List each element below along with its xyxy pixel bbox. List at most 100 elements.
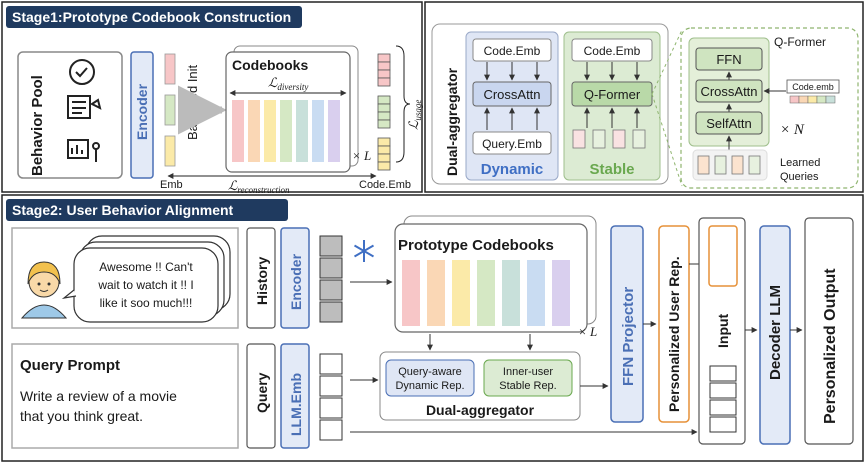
query-prompt-line-2: that you think great. — [20, 408, 143, 424]
code-emb-cell — [377, 145, 391, 155]
proto-codebook-column — [477, 260, 495, 326]
personalized-user-rep-box — [658, 225, 690, 423]
learned-query-cell — [748, 155, 761, 175]
dynamic-rep-box — [385, 359, 475, 397]
input-label: Input — [715, 313, 731, 348]
stage2-encoder-box — [280, 227, 310, 329]
code-emb-small-label: Code.emb — [792, 82, 834, 92]
input-query-cell — [709, 382, 737, 399]
codebook-column — [328, 100, 340, 162]
bubble-line-2: wait to watch it !! I — [97, 278, 193, 292]
code-emb-cell — [377, 153, 391, 163]
proto-codebook-columns — [402, 260, 570, 326]
usage-brace — [395, 45, 411, 163]
stage2-title: Stage2: User Behavior Alignment — [12, 202, 234, 218]
proto-codebook-column — [402, 260, 420, 326]
history-emb-cell — [319, 301, 343, 323]
decoder-llm-box — [759, 225, 791, 445]
code-emb-small-cell — [789, 95, 800, 104]
user-avatar — [20, 261, 68, 319]
query-label: Query — [254, 372, 270, 413]
history-emb-cell — [319, 235, 343, 257]
dual-aggregator-title: Dual-aggregator — [444, 67, 460, 176]
proto-codebooks-title: Prototype Codebooks — [398, 237, 554, 254]
dyn-query-emb-box — [472, 131, 552, 155]
input-query-stack — [709, 365, 737, 433]
query-prompt-title: Query Prompt — [20, 357, 120, 374]
learned-query-cell — [697, 155, 710, 175]
snowflake-icon — [353, 240, 375, 262]
dyn-crossattn-label: CrossAttn — [483, 87, 540, 102]
learned-queries-label-1: Learned — [780, 157, 820, 169]
dyn-query-emb-label: Query.Emb — [482, 137, 542, 151]
code-emb-small-strip — [789, 95, 836, 104]
code-emb-cell — [377, 61, 391, 71]
input-user-rep-slot — [708, 225, 738, 287]
code-emb-cell — [377, 161, 391, 171]
code-emb-cell — [377, 53, 391, 63]
crossattn-box — [695, 79, 763, 103]
learned-query-cell — [612, 129, 626, 149]
codebook-column — [232, 100, 244, 162]
learned-queries — [697, 155, 761, 175]
stage1-banner — [6, 6, 302, 28]
stable-rep-line-1: Inner-user — [503, 366, 553, 378]
query-embedding-stack — [319, 353, 343, 441]
learned-query-cell — [731, 155, 744, 175]
behavior-news-icon — [67, 95, 102, 119]
personalized-output-label: Personalized Output — [822, 268, 839, 424]
ffn-label: FFN — [716, 52, 741, 67]
stage2-aggregator-label: Dual-aggregator — [426, 402, 535, 418]
query-prompt-box — [11, 343, 239, 449]
stage1-encoder-label: Encoder — [134, 83, 150, 140]
codebook-column — [312, 100, 324, 162]
learned-query-cell — [714, 155, 727, 175]
codebook-column — [264, 100, 276, 162]
query-emb-cell — [319, 397, 343, 419]
selfattn-label: SelfAttn — [706, 116, 752, 131]
behavior-chart-icon — [67, 139, 100, 162]
stage1-encoder-box — [130, 51, 154, 179]
stable-rep-line-2: Stable Rep. — [499, 380, 556, 392]
history-emb-cell — [319, 257, 343, 279]
ffn-projector-label: FFN Projector — [620, 287, 637, 386]
code-emb-small-cell — [825, 95, 836, 104]
learned-queries-bg — [692, 149, 768, 181]
learned-query-cell — [572, 129, 586, 149]
code-emb-cell — [377, 137, 391, 147]
code-emb-small-cell — [798, 95, 809, 104]
balanced-init-label: Balanced Init — [185, 64, 200, 140]
l-usage-label: ℒusage — [406, 100, 423, 130]
codebook-column — [296, 100, 308, 162]
stable-rep-box — [483, 359, 573, 397]
bubble-line-3: like it soo much!!! — [100, 296, 193, 310]
stable-learned-queries — [572, 129, 646, 149]
qformer-detail-title: Q-Former — [774, 35, 826, 49]
code-emb-output — [377, 53, 391, 171]
code-emb-label: Code.Emb — [359, 179, 411, 191]
dynamic-rep-line-2: Dynamic Rep. — [395, 380, 464, 392]
code-emb-cell — [377, 111, 391, 121]
stable-label: Stable — [589, 161, 634, 178]
learned-queries-label-2: Queries — [780, 171, 819, 183]
l-diversity-label: ℒdiversity — [268, 75, 308, 92]
stage2-banner — [6, 199, 288, 221]
history-label: History — [254, 257, 270, 305]
selfattn-box — [695, 111, 763, 135]
speech-bubble — [73, 247, 219, 323]
st-qformer-label: Q-Former — [584, 87, 641, 102]
codebook-x-L: × L — [352, 148, 371, 163]
st-code-emb-label: Code.Emb — [584, 44, 641, 58]
history-emb-cell — [319, 279, 343, 301]
proto-codebook-column — [552, 260, 570, 326]
proto-codebook-column — [527, 260, 545, 326]
crossattn-label: CrossAttn — [700, 84, 757, 99]
codebooks-title: Codebooks — [232, 57, 308, 73]
st-code-emb-box — [571, 38, 653, 62]
history-embedding-stack — [319, 235, 343, 323]
code-emb-cell — [377, 119, 391, 129]
ffn-box — [695, 47, 763, 71]
input-query-cell — [709, 365, 737, 382]
codebook-column — [280, 100, 292, 162]
input-query-cell — [709, 416, 737, 433]
